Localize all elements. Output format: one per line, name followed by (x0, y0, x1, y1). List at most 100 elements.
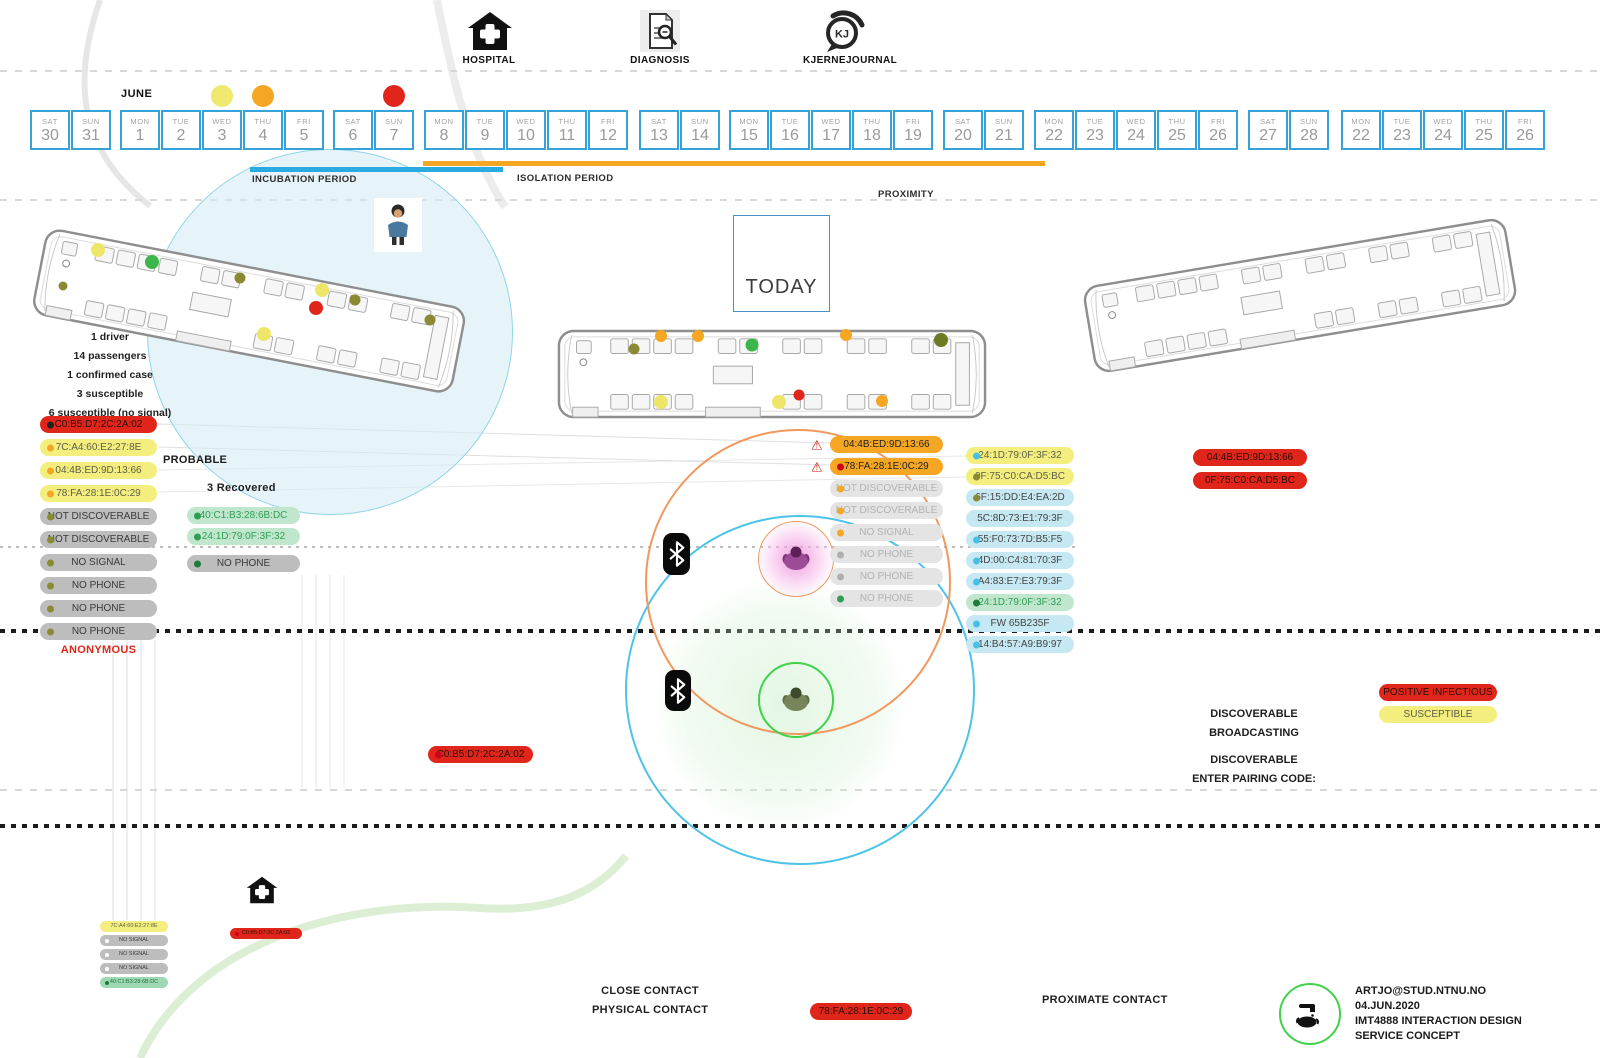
calendar-day[interactable]: JUNE MON 1 (120, 88, 160, 150)
calendar-day[interactable]: WED 17 (811, 110, 851, 150)
device-pill[interactable]: 0F:75:C0:CA:D5:BC (966, 468, 1074, 485)
day-number: 27 (1259, 126, 1277, 144)
infection-marker-dot (1473, 85, 1495, 107)
device-pill[interactable]: ⚠ NO SIGNAL (830, 524, 943, 541)
device-pill[interactable]: ⚠ 04:4B:ED:9D:13:66 (811, 436, 943, 453)
device-pill[interactable]: ⚠ NOT DISCOVERABLE (40, 508, 157, 525)
calendar-day[interactable]: MON 22 (1341, 110, 1381, 150)
device-pill[interactable]: 7C:A4:60:E2:27:8E (100, 921, 168, 932)
device-pill[interactable]: 55:F0:73:7D:B5:F5 (966, 531, 1074, 548)
bluetooth-icon[interactable] (663, 533, 690, 575)
calendar-day[interactable]: SUN 21 (984, 110, 1024, 150)
device-pill[interactable]: ⚠ 04:4B:ED:9D:13:66 (40, 462, 157, 479)
calendar-day[interactable]: WED 24 (1116, 110, 1156, 150)
device-pill[interactable]: ⚠ 7C:A4:60:E2:27:8E (40, 439, 157, 456)
bus-summary-line: 3 susceptible (76, 388, 144, 400)
device-pill[interactable]: 24:1D:79:0F:3F:32 (966, 447, 1074, 464)
device-label: 0F:75:C0:CA:D5:BC (1204, 475, 1296, 486)
device-pill[interactable]: ⚠ NO PHONE (40, 577, 157, 594)
device-pill[interactable]: ⚠ NO PHONE (40, 623, 157, 640)
calendar-day[interactable]: WED 3 (202, 85, 242, 150)
calendar-day[interactable]: SUN 31 (71, 110, 111, 150)
calendar-day[interactable]: TUE 23 (1075, 110, 1115, 150)
device-pill[interactable]: ⚠ NO PHONE (830, 546, 943, 563)
calendar-day[interactable]: FRI 12 (588, 110, 628, 150)
calendar-day[interactable]: MON 8 (424, 110, 464, 150)
exposure-device-list: ⚠ 04:4B:ED:9D:13:66 ⚠ 78:FA:28:1E:0C:29 … (811, 436, 943, 607)
device-pill[interactable]: 5C:8D:73:E1:79:3F (966, 510, 1074, 527)
hospital-icon[interactable] (467, 10, 513, 52)
calendar-day[interactable]: THU 18 (852, 110, 892, 150)
device-pill[interactable]: ⚠ NO PHONE (40, 600, 157, 617)
device-pill[interactable]: NO SIGNAL (100, 935, 168, 946)
calendar-day[interactable]: FRI 26 (1505, 110, 1545, 150)
calendar-day[interactable]: SAT 30 (30, 110, 70, 150)
device-pill[interactable]: ⚠ NO SIGNAL (40, 554, 157, 571)
calendar-day[interactable]: FRI 19 (893, 110, 933, 150)
today-box[interactable]: TODAY (733, 215, 830, 312)
device-pill[interactable]: ⚠ NO PHONE (830, 590, 943, 607)
device-pill[interactable]: ⚠ NOT DISCOVERABLE (40, 531, 157, 548)
recovered-device-list: 40:C1:B3:28:6B:DC 24:1D:79:0F:3F:32 NO P… (187, 507, 300, 572)
device-pill[interactable]: NO SIGNAL (100, 949, 168, 960)
device-pill[interactable]: 78:FA:28:1E:0C:29 (810, 1003, 912, 1020)
status-dot (837, 551, 844, 558)
calendar-day[interactable]: TUE 16 (770, 110, 810, 150)
calendar-day[interactable]: SUN 28 (1289, 110, 1329, 150)
calendar-day[interactable]: FRI 26 (1198, 110, 1238, 150)
kjernejournal-icon[interactable]: KJ (821, 8, 865, 54)
calendar-day[interactable]: SUN 14 (680, 110, 720, 150)
device-pill[interactable]: 40:C1:B3:28:6B:DC (100, 977, 168, 988)
device-pill[interactable]: 0F:75:C0:CA:D5:BC (1193, 472, 1307, 489)
device-pill[interactable]: 6F:15:DD:E4:EA:2D (966, 489, 1074, 506)
calendar-day[interactable]: THU 4 (243, 85, 283, 150)
calendar-day[interactable]: THU 25 (1157, 110, 1197, 150)
bluetooth-icon[interactable] (665, 670, 691, 711)
calendar-day[interactable]: MON 15 (729, 110, 769, 150)
device-pill[interactable]: NO PHONE (187, 555, 300, 572)
device-pill[interactable]: 04:4B:ED:9D:13:66 (1193, 449, 1307, 466)
device-label: NOT DISCOVERABLE (835, 505, 938, 516)
device-pill[interactable]: ⚠ NOT DISCOVERABLE (830, 502, 943, 519)
device-pill[interactable]: 24:1D:79:0F:3F:32 (187, 528, 300, 545)
day-of-week: MON (739, 116, 759, 126)
device-pill[interactable]: C0:B5:D7:2C:2A:02 (428, 746, 533, 763)
device-pill[interactable]: ⚠ 78:FA:28:1E:0C:29 (40, 485, 157, 502)
calendar-day[interactable]: SAT 20 (943, 110, 983, 150)
calendar-day[interactable]: FRI 5 (284, 110, 324, 150)
kjernejournal-icon-label: KJERNEJOURNAL (803, 55, 898, 66)
calendar-day[interactable]: WED 10 (506, 110, 546, 150)
calendar-day[interactable]: TUE 9 (465, 110, 505, 150)
calendar-day[interactable]: WED 24 (1423, 110, 1463, 150)
device-pill[interactable]: C0:B5:D7:2C:2A:02 (230, 928, 302, 939)
calendar-day[interactable]: SAT 27 (1248, 110, 1288, 150)
credit-type: SERVICE CONCEPT (1355, 1030, 1460, 1042)
device-pill[interactable]: ⚠ 78:FA:28:1E:0C:29 (811, 458, 943, 475)
device-label: 24:1D:79:0F:3F:32 (201, 531, 286, 542)
device-pill[interactable]: 14:B4:57:A9:B9:97 (966, 636, 1074, 653)
device-pill[interactable]: 40:C1:B3:28:6B:DC (187, 507, 300, 524)
status-dot (105, 952, 109, 957)
calendar-day[interactable]: SAT 13 (639, 110, 679, 150)
device-pill[interactable]: NO SIGNAL (100, 963, 168, 974)
device-pill[interactable]: A4:83:E7:E3:79:3F (966, 573, 1074, 590)
calendar-day[interactable]: TUE 2 (161, 110, 201, 150)
diagnosis-icon[interactable] (638, 8, 682, 54)
status-dot (837, 441, 844, 448)
device-pill[interactable]: 4D:00:C4:81:70:3F (966, 552, 1074, 569)
device-pill[interactable]: ⚠ NOT DISCOVERABLE (830, 480, 943, 497)
device-pill[interactable]: ⚠ C0:B5:D7:2C:2A:02 (40, 416, 157, 433)
device-pill[interactable]: FW 65B235F (966, 615, 1074, 632)
calendar-day[interactable]: SUN 7 (374, 85, 414, 150)
legend-pills: POSITIVE INFECTIOUS SUSCEPTIBLE (1379, 684, 1497, 723)
device-pill[interactable]: 24:1D:79:0F:3F:32 (966, 594, 1074, 611)
calendar-day[interactable]: THU 11 (547, 110, 587, 150)
calendar-day[interactable]: MON 22 (1034, 110, 1074, 150)
status-dot (837, 529, 844, 536)
calendar-day[interactable]: SAT 6 (333, 110, 373, 150)
calendar-day[interactable]: TUE 23 (1382, 110, 1422, 150)
legend-label: POSITIVE INFECTIOUS (1383, 687, 1493, 698)
device-pill[interactable]: ⚠ NO PHONE (830, 568, 943, 585)
calendar-day[interactable]: THU 25 (1464, 110, 1504, 150)
infection-marker-dot (1084, 85, 1106, 107)
